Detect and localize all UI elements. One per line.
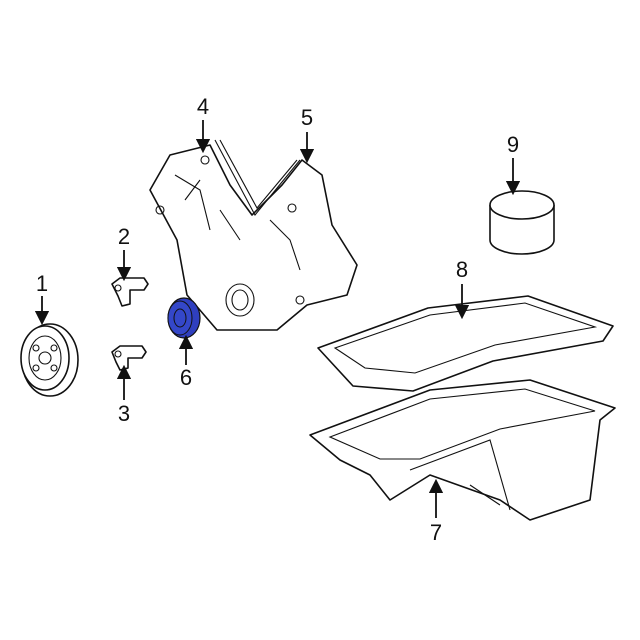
callout-5: 5 [300, 105, 314, 130]
callout-8: 8 [455, 257, 469, 282]
timing-cover-gasket[interactable] [214, 139, 301, 216]
oil-pan-gasket[interactable] [317, 295, 614, 392]
callout-4: 4 [196, 94, 210, 119]
callout-7: 7 [429, 520, 443, 545]
sensor-lower[interactable] [111, 345, 147, 371]
sensor-upper[interactable] [111, 277, 149, 307]
callout-3: 3 [117, 401, 131, 426]
callout-6: 6 [179, 365, 193, 390]
oil-filter[interactable] [489, 190, 555, 255]
callout-2: 2 [117, 224, 131, 249]
front-crankshaft-seal[interactable] [167, 297, 201, 339]
callout-9: 9 [506, 132, 520, 157]
timing-cover[interactable] [149, 144, 358, 331]
oil-pan[interactable] [309, 379, 616, 521]
crankshaft-pulley[interactable] [20, 323, 79, 397]
callout-1: 1 [35, 271, 49, 296]
